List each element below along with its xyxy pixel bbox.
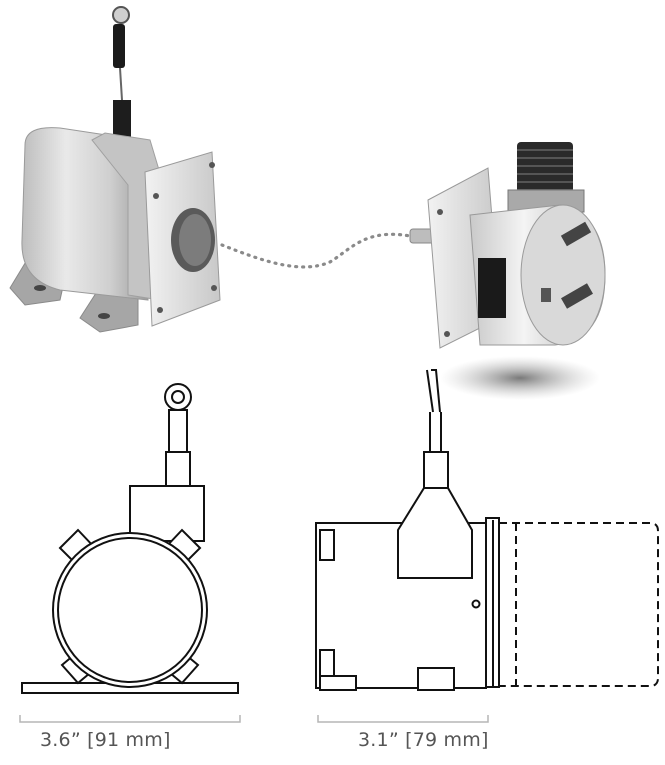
screw-hole [471,599,481,609]
dimension-line-right [317,715,489,723]
inner-circle [57,537,203,683]
flange-screw [157,307,163,313]
connector-body [517,142,573,200]
front-view-drawing [21,383,239,694]
cable-guide [113,100,131,138]
guide-block [165,451,191,487]
dotted-connection-line [220,232,412,269]
upper-tab [319,529,335,561]
top-housing [129,485,205,542]
foot-hole [98,313,110,319]
flange-screw [211,285,217,291]
top-wedge [397,487,473,579]
cable-eye-ring [112,6,130,24]
guide-block [423,451,449,489]
eye-ring [164,383,192,411]
encoder-photo [409,142,606,400]
encoder-label [478,258,506,318]
optional-encoder-outline [499,522,659,687]
cable-wire [119,67,123,101]
flange-screw [153,193,159,199]
string-pot-photo [9,6,221,333]
cable-line [426,369,434,413]
nameplate [561,283,593,309]
width-dimension-label: 3.6” [91 mm] [40,729,171,751]
mounting-foot-right [79,289,139,333]
rod [168,409,188,453]
side-view-drawing [315,369,659,691]
outer-circle [52,532,208,688]
flange-screw [209,162,215,168]
foot-hole [34,285,46,291]
foot-left [319,675,357,691]
encoder-end-cap [520,204,606,346]
nameplate [560,221,592,247]
depth-dimension-label: 3.1” [79 mm] [358,729,489,751]
encoder-shadow [440,356,600,400]
cable-handle [113,24,125,68]
dimension-line-left [19,715,241,723]
foot-right [417,667,455,691]
